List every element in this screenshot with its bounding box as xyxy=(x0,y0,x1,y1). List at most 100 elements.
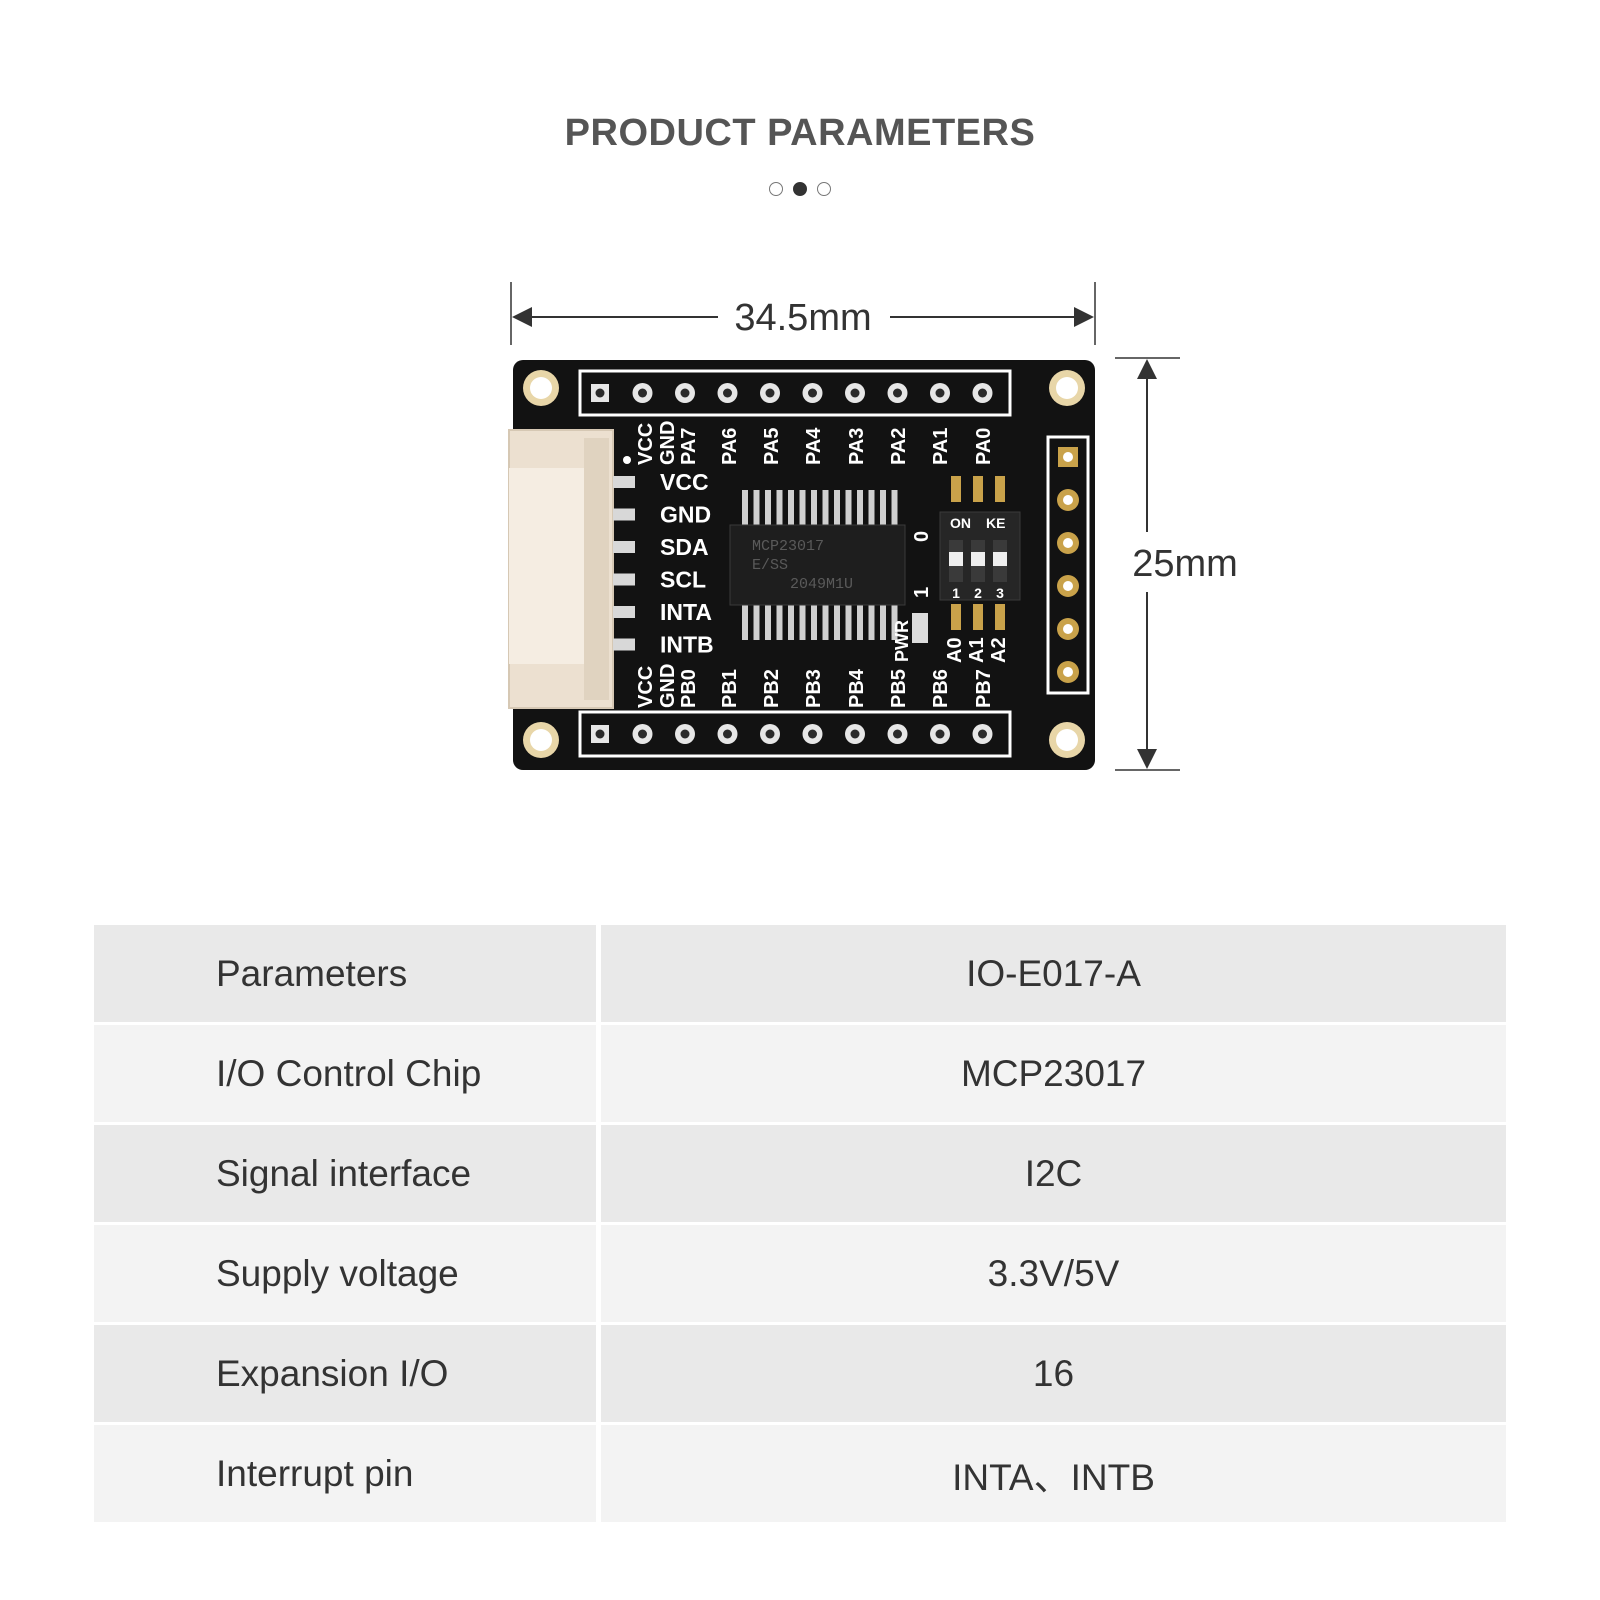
pager-dot[interactable] xyxy=(793,182,807,196)
chip-lead xyxy=(891,490,898,525)
dip-one-label: 1 xyxy=(911,587,933,598)
pager-dot[interactable] xyxy=(769,182,783,196)
dip-number: 2 xyxy=(974,585,982,601)
header-pad-hole xyxy=(893,388,902,398)
header-pad-hole xyxy=(935,729,945,739)
dip-ke-label: KE xyxy=(986,515,1005,531)
dip-on-label: ON xyxy=(950,515,971,531)
header-pad-hole xyxy=(978,388,987,398)
pwr-label: PWR xyxy=(892,620,912,662)
chip-lead xyxy=(857,605,863,640)
bottom-pin-label: PB4 xyxy=(846,668,868,708)
right-header-pads xyxy=(1057,447,1079,683)
jumper-pad xyxy=(973,604,983,630)
header-pad-hole xyxy=(893,729,902,739)
dip-number: 3 xyxy=(996,585,1004,601)
connector-pin xyxy=(613,476,635,488)
bottom-pin-label: PB0 xyxy=(678,669,700,708)
chip-marking-line3: 2049M1U xyxy=(790,576,853,593)
bottom-header-pads xyxy=(591,724,993,744)
chip-lead xyxy=(776,605,783,640)
top-pin-label: PA6 xyxy=(719,428,741,465)
chip-lead xyxy=(799,490,806,525)
header-pad-hole xyxy=(765,729,775,739)
chip-leads xyxy=(742,490,898,640)
pager-dot[interactable] xyxy=(817,182,831,196)
chip-lead xyxy=(891,605,898,640)
table-cell-label: Parameters xyxy=(94,925,596,1022)
chip-marking-line2: E/SS xyxy=(752,557,788,574)
connector-pin xyxy=(613,508,635,521)
chip-marking-line1: MCP23017 xyxy=(752,538,824,555)
header-pad-hole xyxy=(723,729,732,739)
top-pin-label: PA0 xyxy=(973,428,995,465)
table-cell-value: IO-E017-A xyxy=(601,925,1506,1022)
chip-lead xyxy=(811,490,817,525)
width-label: 34.5mm xyxy=(734,297,871,339)
chip-lead xyxy=(753,490,760,525)
chip-lead xyxy=(788,490,794,525)
chip-lead xyxy=(753,605,760,640)
bottom-pin-label: PB2 xyxy=(761,669,783,708)
top-pin-label: VCC xyxy=(635,423,657,465)
dip-key xyxy=(949,552,963,566)
header-pad-hole xyxy=(850,388,860,398)
chip-lead xyxy=(811,605,817,640)
chip-lead xyxy=(765,605,771,640)
connector-pin xyxy=(613,606,635,618)
header-pad-hole xyxy=(723,388,732,398)
header-pad-hole xyxy=(638,388,647,398)
chip-lead xyxy=(834,605,840,640)
bottom-pin-label: GND xyxy=(657,664,679,708)
top-pin-label: PA4 xyxy=(803,427,825,465)
connector-pins xyxy=(613,456,635,651)
right-pad-hole xyxy=(1063,624,1073,634)
address-label: A1 xyxy=(966,637,988,663)
header-pad-hole xyxy=(935,388,945,398)
chip-lead xyxy=(834,490,840,525)
top-pin-label: PA5 xyxy=(761,428,783,465)
dip-key xyxy=(993,552,1007,566)
width-dimension: 34.5mm xyxy=(510,282,1096,345)
header-pad-hole xyxy=(765,388,775,398)
header-pad-hole xyxy=(595,729,605,739)
connector-pin-label: SCL xyxy=(660,567,706,593)
connector-pin xyxy=(613,541,635,553)
bottom-pin-label: PB6 xyxy=(930,669,952,708)
top-pin-label: PA7 xyxy=(678,428,700,465)
chip-lead xyxy=(765,490,771,525)
top-pin-label: PA2 xyxy=(888,428,910,465)
carousel-pager[interactable] xyxy=(0,182,1600,196)
bottom-pin-label: PB1 xyxy=(719,669,741,708)
top-header-pads xyxy=(591,383,993,403)
connector-pin-label: GND xyxy=(660,502,711,528)
table-cell-label: Expansion I/O xyxy=(94,1325,596,1422)
header-pad-hole xyxy=(595,388,605,398)
table-cell-value: 3.3V/5V xyxy=(601,1225,1506,1322)
height-label: 25mm xyxy=(1132,543,1238,585)
address-jumpers xyxy=(951,476,1005,630)
page-title: PRODUCT PARAMETERS xyxy=(564,112,1036,154)
bottom-pin-label: PB5 xyxy=(888,669,910,708)
bottom-pin-label: PB3 xyxy=(803,669,825,708)
connector-pin-label: SDA xyxy=(660,534,709,560)
chip-lead xyxy=(845,605,852,640)
table-cell-value: I2C xyxy=(601,1125,1506,1222)
mounting-holes xyxy=(523,370,1085,758)
chip-lead xyxy=(776,490,783,525)
header-pad-hole xyxy=(808,388,817,398)
table-cell-value: INTA、INTB xyxy=(601,1425,1506,1522)
chip-lead xyxy=(845,490,852,525)
table-cell-label: I/O Control Chip xyxy=(94,1025,596,1122)
address-label: A0 xyxy=(944,637,966,663)
jumper-pad xyxy=(995,604,1005,630)
chip-lead xyxy=(868,605,875,640)
top-pin-label: PA1 xyxy=(930,428,952,465)
connector-pin xyxy=(613,573,635,586)
